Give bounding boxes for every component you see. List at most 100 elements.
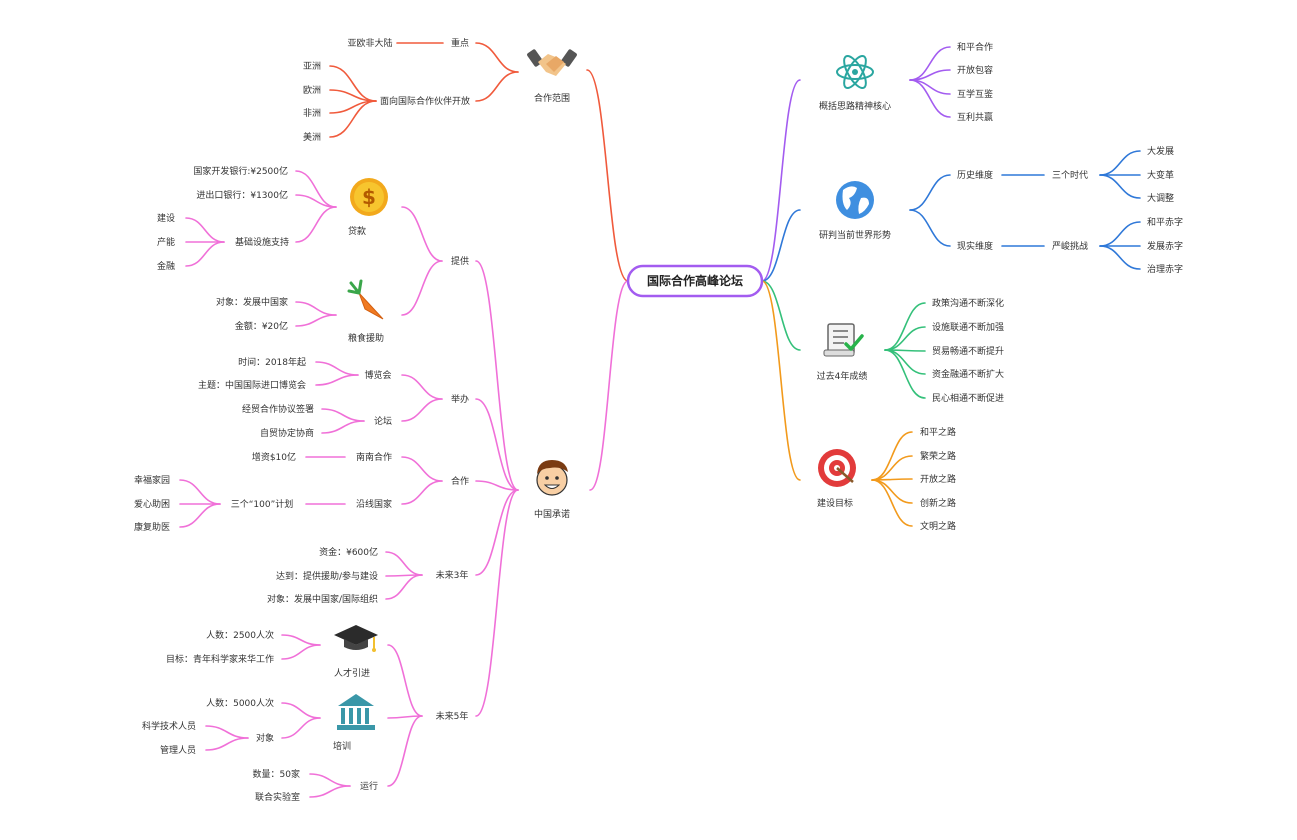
along-leaf[interactable]: 幸福家园 <box>134 474 170 486</box>
connector-line <box>385 551 423 576</box>
three-years-item[interactable]: 资金：¥600亿 <box>319 546 378 558</box>
goal-leaf[interactable]: 繁荣之路 <box>920 450 956 462</box>
operation-item[interactable]: 联合实验室 <box>255 791 300 803</box>
connector-root-world <box>761 209 801 282</box>
training-target-label[interactable]: 对象 <box>256 732 274 744</box>
host-label[interactable]: 举办 <box>451 393 469 405</box>
expo-item[interactable]: 时间：2018年起 <box>238 356 306 368</box>
world-history-label[interactable]: 历史维度 <box>957 169 993 181</box>
connector-line <box>475 42 519 73</box>
training-label[interactable]: 培训 <box>333 740 351 752</box>
goal-label[interactable]: 建设目标 <box>817 497 853 509</box>
forum-item[interactable]: 自贸协定协商 <box>260 427 314 439</box>
achievement-leaf[interactable]: 贸易畅通不断提升 <box>932 345 1004 357</box>
world-reality-sub[interactable]: 严峻挑战 <box>1052 240 1088 252</box>
forum-item[interactable]: 经贸合作协议签署 <box>242 403 314 415</box>
three-years-item[interactable]: 对象：发展中国家/国际组织 <box>267 593 378 605</box>
world-history-leaf[interactable]: 大调整 <box>1147 192 1174 204</box>
promise-label[interactable]: 中国承诺 <box>534 508 570 520</box>
forum-label[interactable]: 论坛 <box>374 415 392 427</box>
root-node[interactable]: 国际合作高峰论坛 <box>626 264 764 298</box>
loan-label[interactable]: 贷款 <box>348 225 366 237</box>
five-years-label[interactable]: 未来5年 <box>436 710 469 722</box>
food-item[interactable]: 金额：¥20亿 <box>235 320 288 332</box>
south-label[interactable]: 南南合作 <box>356 451 392 463</box>
talent-item[interactable]: 目标：青年科学家来华工作 <box>166 653 274 665</box>
world-reality-leaf[interactable]: 和平赤字 <box>1147 216 1183 228</box>
world-history-leaf[interactable]: 大变革 <box>1147 169 1174 181</box>
food-label[interactable]: 粮食援助 <box>348 332 384 344</box>
goal-leaf[interactable]: 开放之路 <box>920 473 956 485</box>
scope-focus-leaf[interactable]: 亚欧非大陆 <box>347 37 392 49</box>
connector-line <box>401 374 443 400</box>
along-leaf[interactable]: 爱心助困 <box>134 498 170 510</box>
achievement-leaf[interactable]: 民心相通不断促进 <box>932 392 1004 404</box>
scope-focus-label[interactable]: 重点 <box>451 37 469 49</box>
scope-open-label[interactable]: 面向国际合作伙伴开放 <box>380 95 470 107</box>
coop-label[interactable]: 合作 <box>451 475 469 487</box>
talent-item[interactable]: 人数：2500人次 <box>206 629 274 641</box>
achievement-leaf[interactable]: 政策沟通不断深化 <box>932 297 1004 309</box>
scope-open-leaf[interactable]: 欧洲 <box>303 84 321 96</box>
connector-root-goal <box>761 280 801 481</box>
connector-line <box>295 301 337 316</box>
expo-label[interactable]: 博览会 <box>364 369 391 381</box>
three-years-item[interactable]: 达到：提供援助/参与建设 <box>276 570 378 582</box>
connector-line <box>401 260 443 316</box>
expo-item[interactable]: 主题：中国国际进口博览会 <box>198 379 306 391</box>
goal-leaf[interactable]: 和平之路 <box>920 426 956 438</box>
connector-line <box>909 174 951 211</box>
operation-label[interactable]: 运行 <box>360 780 378 792</box>
connector-line <box>475 398 519 491</box>
goal-leaf[interactable]: 文明之路 <box>920 520 956 532</box>
infra-leaf[interactable]: 金融 <box>157 260 175 272</box>
along-label[interactable]: 沿线国家 <box>356 498 392 510</box>
loan-item[interactable]: 国家开发银行:¥2500亿 <box>193 165 288 177</box>
connector-line <box>909 79 951 118</box>
world-history-leaf[interactable]: 大发展 <box>1147 145 1174 157</box>
south-item[interactable]: 增资$10亿 <box>252 451 296 463</box>
spirit-leaf[interactable]: 互利共赢 <box>957 111 993 123</box>
three-years-label[interactable]: 未来3年 <box>436 569 469 581</box>
world-reality-leaf[interactable]: 治理赤字 <box>1147 263 1183 275</box>
provide-label[interactable]: 提供 <box>451 255 469 267</box>
along-leaf[interactable]: 康复助医 <box>134 521 170 533</box>
training-count[interactable]: 人数：5000人次 <box>206 697 274 709</box>
food-item[interactable]: 对象：发展中国家 <box>216 296 288 308</box>
infra-label[interactable]: 基础设施支持 <box>235 236 289 248</box>
achievement-leaf[interactable]: 设施联通不断加强 <box>932 321 1004 333</box>
training-target-leaf[interactable]: 科学技术人员 <box>142 720 196 732</box>
scope-open-leaf[interactable]: 亚洲 <box>303 61 321 72</box>
connector-line <box>475 480 519 491</box>
loan-item[interactable]: 进出口银行：¥1300亿 <box>196 189 288 201</box>
infra-leaf[interactable]: 产能 <box>157 236 175 248</box>
spirit-leaf[interactable]: 互学互鉴 <box>957 88 993 100</box>
connector-line <box>871 479 913 504</box>
world-label[interactable]: 研判当前世界形势 <box>819 229 891 241</box>
connector-line <box>315 361 359 376</box>
spirit-label[interactable]: 概括思路精神核心 <box>819 100 891 112</box>
connector-line <box>475 489 519 717</box>
world-reality-label[interactable]: 现实维度 <box>957 240 993 252</box>
spirit-leaf[interactable]: 开放包容 <box>957 64 993 76</box>
infra-leaf[interactable]: 建设 <box>157 212 175 224</box>
scope-open-leaf[interactable]: 美洲 <box>303 131 321 143</box>
connector-line <box>475 260 519 491</box>
training-target-leaf[interactable]: 管理人员 <box>160 744 196 756</box>
achievement-leaf[interactable]: 资金融通不断扩大 <box>932 368 1004 380</box>
goal-leaf[interactable]: 创新之路 <box>920 497 956 509</box>
connector-line <box>281 644 321 660</box>
checklist-icon <box>823 323 864 357</box>
spirit-leaf[interactable]: 和平合作 <box>957 41 993 53</box>
along-sub[interactable]: 三个“100”计划 <box>231 498 294 510</box>
connector-line <box>475 71 519 102</box>
talent-label[interactable]: 人才引进 <box>334 667 370 679</box>
operation-item[interactable]: 数量：50家 <box>253 768 300 780</box>
world-history-sub[interactable]: 三个时代 <box>1052 169 1088 181</box>
connector-line <box>884 326 926 351</box>
achievement-label[interactable]: 过去4年成绩 <box>817 370 868 382</box>
world-reality-leaf[interactable]: 发展赤字 <box>1147 240 1183 252</box>
scope-open-leaf[interactable]: 非洲 <box>303 107 321 119</box>
connector-line <box>385 574 423 600</box>
scope-label[interactable]: 合作范围 <box>534 92 570 104</box>
